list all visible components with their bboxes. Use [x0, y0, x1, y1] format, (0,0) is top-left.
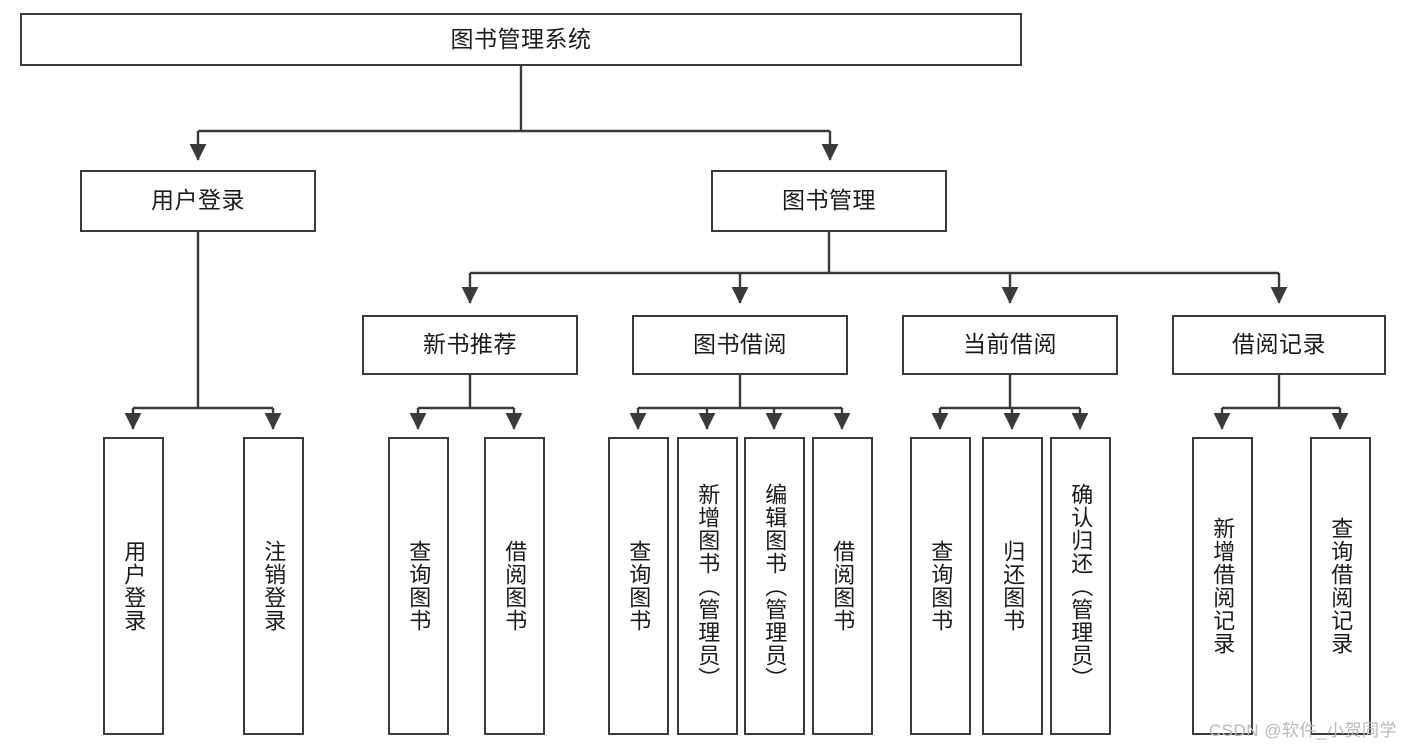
leaf-node-label: 新增借阅记录: [1210, 517, 1236, 655]
leaf-node-label: 新增图书（管理员）: [695, 482, 721, 690]
leaf-node[interactable]: 新增借阅记录: [1192, 437, 1253, 735]
leaf-node-label: 查询借阅记录: [1328, 517, 1354, 655]
leaf-node[interactable]: 新增图书（管理员）: [677, 437, 738, 735]
leaf-node[interactable]: 编辑图书（管理员）: [744, 437, 805, 735]
leaf-node-label: 归还图书: [1000, 540, 1026, 632]
leaf-node-label: 借阅图书: [502, 540, 528, 632]
leaf-node-label: 编辑图书（管理员）: [762, 482, 788, 690]
node-book-management[interactable]: 图书管理: [711, 170, 947, 232]
leaf-node[interactable]: 查询图书: [388, 437, 449, 735]
leaf-node[interactable]: 借阅图书: [484, 437, 545, 735]
leaf-node[interactable]: 查询借阅记录: [1310, 437, 1371, 735]
leaf-node-label: 查询图书: [928, 540, 954, 632]
leaf-node[interactable]: 确认归还（管理员）: [1050, 437, 1111, 735]
node-book-borrow-label: 图书借阅: [693, 331, 787, 358]
leaf-node-label: 借阅图书: [830, 540, 856, 632]
node-book-management-label: 图书管理: [782, 187, 876, 214]
leaf-node[interactable]: 归还图书: [982, 437, 1043, 735]
node-current-borrow[interactable]: 当前借阅: [902, 315, 1118, 375]
node-root-label: 图书管理系统: [450, 25, 592, 52]
node-borrow-record[interactable]: 借阅记录: [1172, 315, 1386, 375]
leaf-node-label: 注销登录: [261, 540, 287, 632]
node-borrow-record-label: 借阅记录: [1232, 331, 1326, 358]
leaf-node-label: 查询图书: [626, 540, 652, 632]
leaf-node[interactable]: 用户登录: [103, 437, 164, 735]
node-book-borrow[interactable]: 图书借阅: [632, 315, 848, 375]
node-user-login-label: 用户登录: [151, 187, 245, 214]
leaf-node-label: 用户登录: [121, 540, 147, 632]
node-new-book-recommend-label: 新书推荐: [423, 331, 517, 358]
node-root[interactable]: 图书管理系统: [20, 13, 1022, 66]
csdn-watermark: CSDN @软件_小贺同学: [1208, 721, 1397, 740]
leaf-node[interactable]: 借阅图书: [812, 437, 873, 735]
leaf-node-label: 确认归还（管理员）: [1068, 482, 1094, 690]
node-current-borrow-label: 当前借阅: [963, 331, 1057, 358]
leaf-node-label: 查询图书: [406, 540, 432, 632]
node-new-book-recommend[interactable]: 新书推荐: [362, 315, 578, 375]
leaf-node[interactable]: 查询图书: [910, 437, 971, 735]
leaf-node[interactable]: 查询图书: [608, 437, 669, 735]
node-user-login[interactable]: 用户登录: [80, 170, 316, 232]
leaf-node[interactable]: 注销登录: [243, 437, 304, 735]
